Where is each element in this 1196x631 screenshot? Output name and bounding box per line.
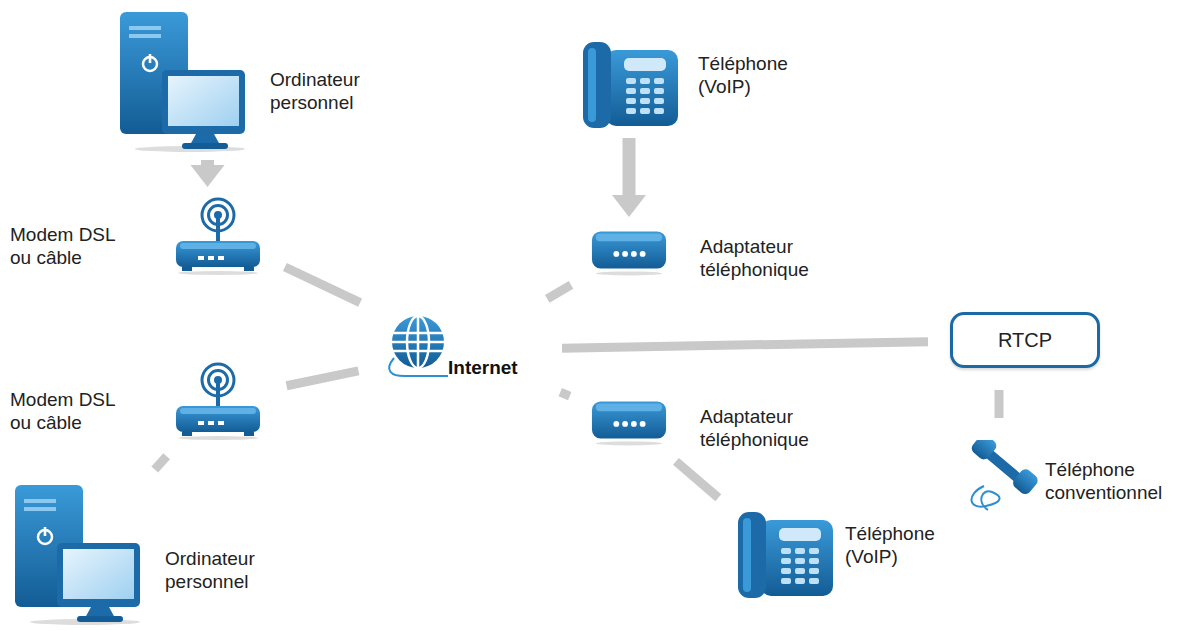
device-label: Téléphone (VoIP) (845, 522, 955, 568)
link-line (547, 285, 571, 299)
device-node: Téléphone (VoIP) (580, 40, 680, 130)
phone-icon (580, 40, 680, 130)
device-node: Adaptateur téléphonique (590, 395, 668, 447)
modem-icon (170, 360, 265, 440)
device-node: Adaptateur téléphonique (590, 225, 668, 277)
device-label: Téléphone conventionnel (1045, 458, 1190, 504)
device-label: Modem DSL ou câble (10, 388, 132, 434)
pc-icon (120, 12, 245, 152)
link-line (560, 392, 569, 396)
adapter-icon (590, 225, 668, 277)
device-label: RTCP (953, 329, 1097, 352)
device-node: Ordinateur personnel (15, 485, 140, 625)
device-label: Téléphone (VoIP) (698, 52, 808, 98)
device-node: Téléphone conventionnel (958, 440, 1040, 512)
globe-icon (384, 314, 450, 380)
link-line (999, 390, 1000, 418)
device-label: Adaptateur téléphonique (700, 235, 830, 281)
connector-line (562, 342, 928, 348)
flow-arrow (191, 160, 225, 187)
flow-arrow (612, 138, 646, 217)
connector-line (560, 392, 569, 396)
device-label: Adaptateur téléphonique (700, 405, 830, 451)
device-label: Internet (448, 356, 540, 379)
device-node: Ordinateur personnel (120, 12, 245, 152)
device-label: Ordinateur personnel (270, 68, 382, 114)
connector-line (676, 461, 718, 497)
link-line (676, 461, 718, 497)
device-node: Modem DSL ou câble (170, 360, 265, 440)
conv-icon (958, 440, 1040, 512)
link-line (155, 456, 167, 469)
pc-icon (15, 485, 140, 625)
connector-line (547, 285, 571, 299)
connector-line (155, 456, 167, 469)
link-line (285, 267, 360, 303)
device-label: Ordinateur personnel (165, 547, 277, 593)
device-node: Téléphone (VoIP) (735, 510, 835, 600)
arrow-head (191, 165, 225, 187)
modem-icon (170, 195, 265, 275)
link-line (562, 342, 928, 348)
connector-line (285, 267, 360, 303)
connector-line (287, 371, 359, 386)
network-box: RTCP (950, 312, 1100, 368)
phone-icon (735, 510, 835, 600)
device-node: Modem DSL ou câble (170, 195, 265, 275)
connector-line (623, 138, 636, 196)
arrow-head (612, 195, 646, 217)
link-line (287, 371, 359, 386)
connector-line (995, 390, 1004, 418)
device-node: Internet (380, 310, 540, 390)
adapter-icon (590, 395, 668, 447)
device-label: Modem DSL ou câble (10, 223, 132, 269)
